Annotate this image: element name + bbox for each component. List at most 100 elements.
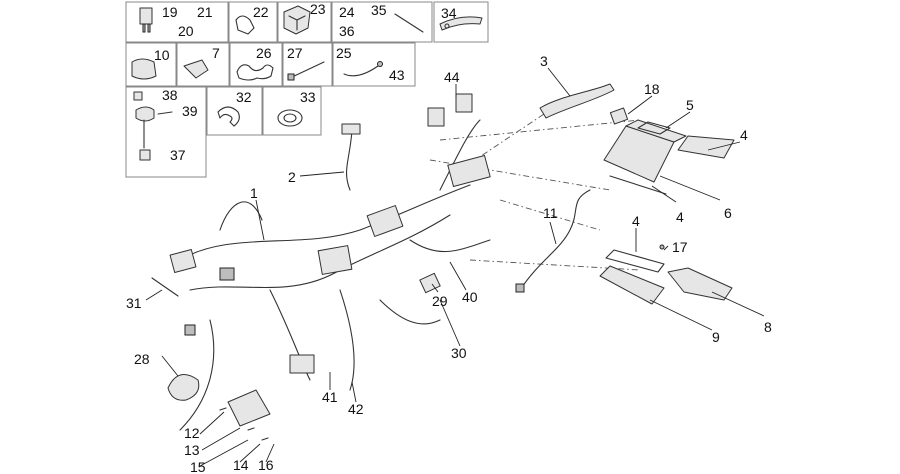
callout-label: 11 (543, 205, 558, 221)
strap-sketch (439, 16, 483, 31)
inset-label: 21 (197, 4, 213, 20)
main-harness-sketch (151, 83, 735, 441)
strip-4-sketch (609, 175, 667, 195)
wire-25-sketch (343, 65, 379, 77)
inset-label: 10 (154, 47, 170, 63)
wire-25-end (377, 61, 383, 67)
cable-tie-head (287, 73, 295, 81)
harness-connector (289, 354, 315, 374)
callout-label: 1 (250, 185, 258, 201)
strap-hole (444, 23, 450, 29)
inset-box-24-35-36 (331, 1, 433, 43)
inset-box-33 (262, 86, 322, 136)
callout-label: 40 (462, 289, 478, 305)
sensor-29-sketch (419, 272, 441, 294)
leader-lines (145, 67, 765, 467)
callout-label: 9 (712, 329, 720, 345)
harness-branch (269, 289, 311, 381)
inset-box-22 (228, 1, 278, 43)
harness-branch (439, 119, 481, 191)
harness-connector (219, 267, 235, 281)
callout-label: 16 (258, 457, 274, 473)
inset-label: 22 (253, 4, 269, 20)
inset-part-sketches (131, 5, 483, 161)
regulator-sketch (227, 389, 271, 427)
callout-label: 44 (444, 69, 460, 85)
harness-connector (169, 248, 197, 274)
pad-4-sketch (605, 249, 665, 273)
cable-tie-27-sketch (289, 61, 325, 79)
inset-box-38-39-37 (125, 86, 207, 178)
relay-44-sketch (455, 93, 473, 113)
assembly-line (499, 199, 601, 231)
callout-label: 29 (432, 293, 448, 309)
inset-label: 35 (371, 2, 387, 18)
relay-44-sketch (427, 107, 445, 127)
clip-sketch (235, 15, 255, 35)
callout-label: 8 (764, 319, 772, 335)
relay-cluster-detail (288, 15, 306, 31)
assembly-line (469, 259, 641, 271)
callout-label: 28 (134, 351, 150, 367)
screw-39-sketch (157, 111, 173, 115)
callout-label: 42 (348, 401, 364, 417)
inset-label: 37 (170, 147, 186, 163)
harness-connector (366, 205, 404, 237)
ecu-9-sketch (599, 265, 665, 305)
harness-connector (447, 154, 491, 188)
callout-label: 13 (184, 442, 200, 458)
connector-38-sketch (133, 91, 143, 101)
inset-label: 25 (336, 45, 352, 61)
regulator-bolt (219, 407, 269, 441)
harness-branch (379, 299, 441, 325)
ring-clip-33-sketch (277, 109, 303, 127)
inset-label: 26 (256, 45, 272, 61)
clip-32-sketch (217, 106, 240, 127)
harness-branch (179, 319, 215, 431)
callout-label: 30 (451, 345, 467, 361)
horn-28-sketch (167, 374, 200, 401)
callout-label: 14 (233, 457, 249, 473)
callout-label: 4 (632, 213, 640, 229)
callout-label: 3 (540, 53, 548, 69)
inset-label: 43 (389, 67, 405, 83)
saddle-clip-sketch (236, 64, 274, 81)
inset-label: 7 (212, 45, 220, 61)
harness-connector (317, 245, 353, 275)
sensor-37-plug (139, 149, 151, 161)
callout-label: 41 (322, 389, 338, 405)
inset-label: 23 (310, 1, 326, 17)
callout-label: 18 (644, 81, 660, 97)
bolt-31-sketch (151, 277, 179, 297)
ring-clip-33-inner (283, 113, 297, 123)
wire-2-sketch (345, 129, 353, 191)
battery-6-top (625, 119, 687, 143)
screw-17 (659, 244, 665, 250)
inset-label: 38 (162, 87, 178, 103)
callout-label: 2 (288, 169, 296, 185)
inset-grid (125, 1, 489, 178)
holder-8-sketch (667, 267, 733, 301)
pad-5-sketch (637, 121, 671, 135)
callout-label: 4 (676, 209, 684, 225)
callout-label: 5 (686, 97, 694, 113)
fuse-blade-sketch (147, 23, 151, 33)
inset-label: 39 (182, 103, 198, 119)
inset-label: 32 (236, 89, 252, 105)
harness-branch (339, 289, 355, 391)
bracket-3-sketch (539, 83, 615, 119)
harness-branch (219, 201, 263, 231)
inset-label: 20 (178, 23, 194, 39)
callout-label: 17 (672, 239, 688, 255)
inset-label: 19 (162, 4, 178, 20)
cable-11-sketch (519, 189, 591, 291)
callout-label: 12 (184, 425, 200, 441)
cable-tie-sketch (394, 13, 424, 33)
inset-label: 34 (441, 5, 457, 21)
fuse-sketch (139, 7, 153, 25)
harness-branch (409, 239, 491, 253)
wire-2-connector (341, 123, 361, 135)
sensor-37-body (135, 106, 155, 122)
inset-box-32 (206, 86, 263, 136)
